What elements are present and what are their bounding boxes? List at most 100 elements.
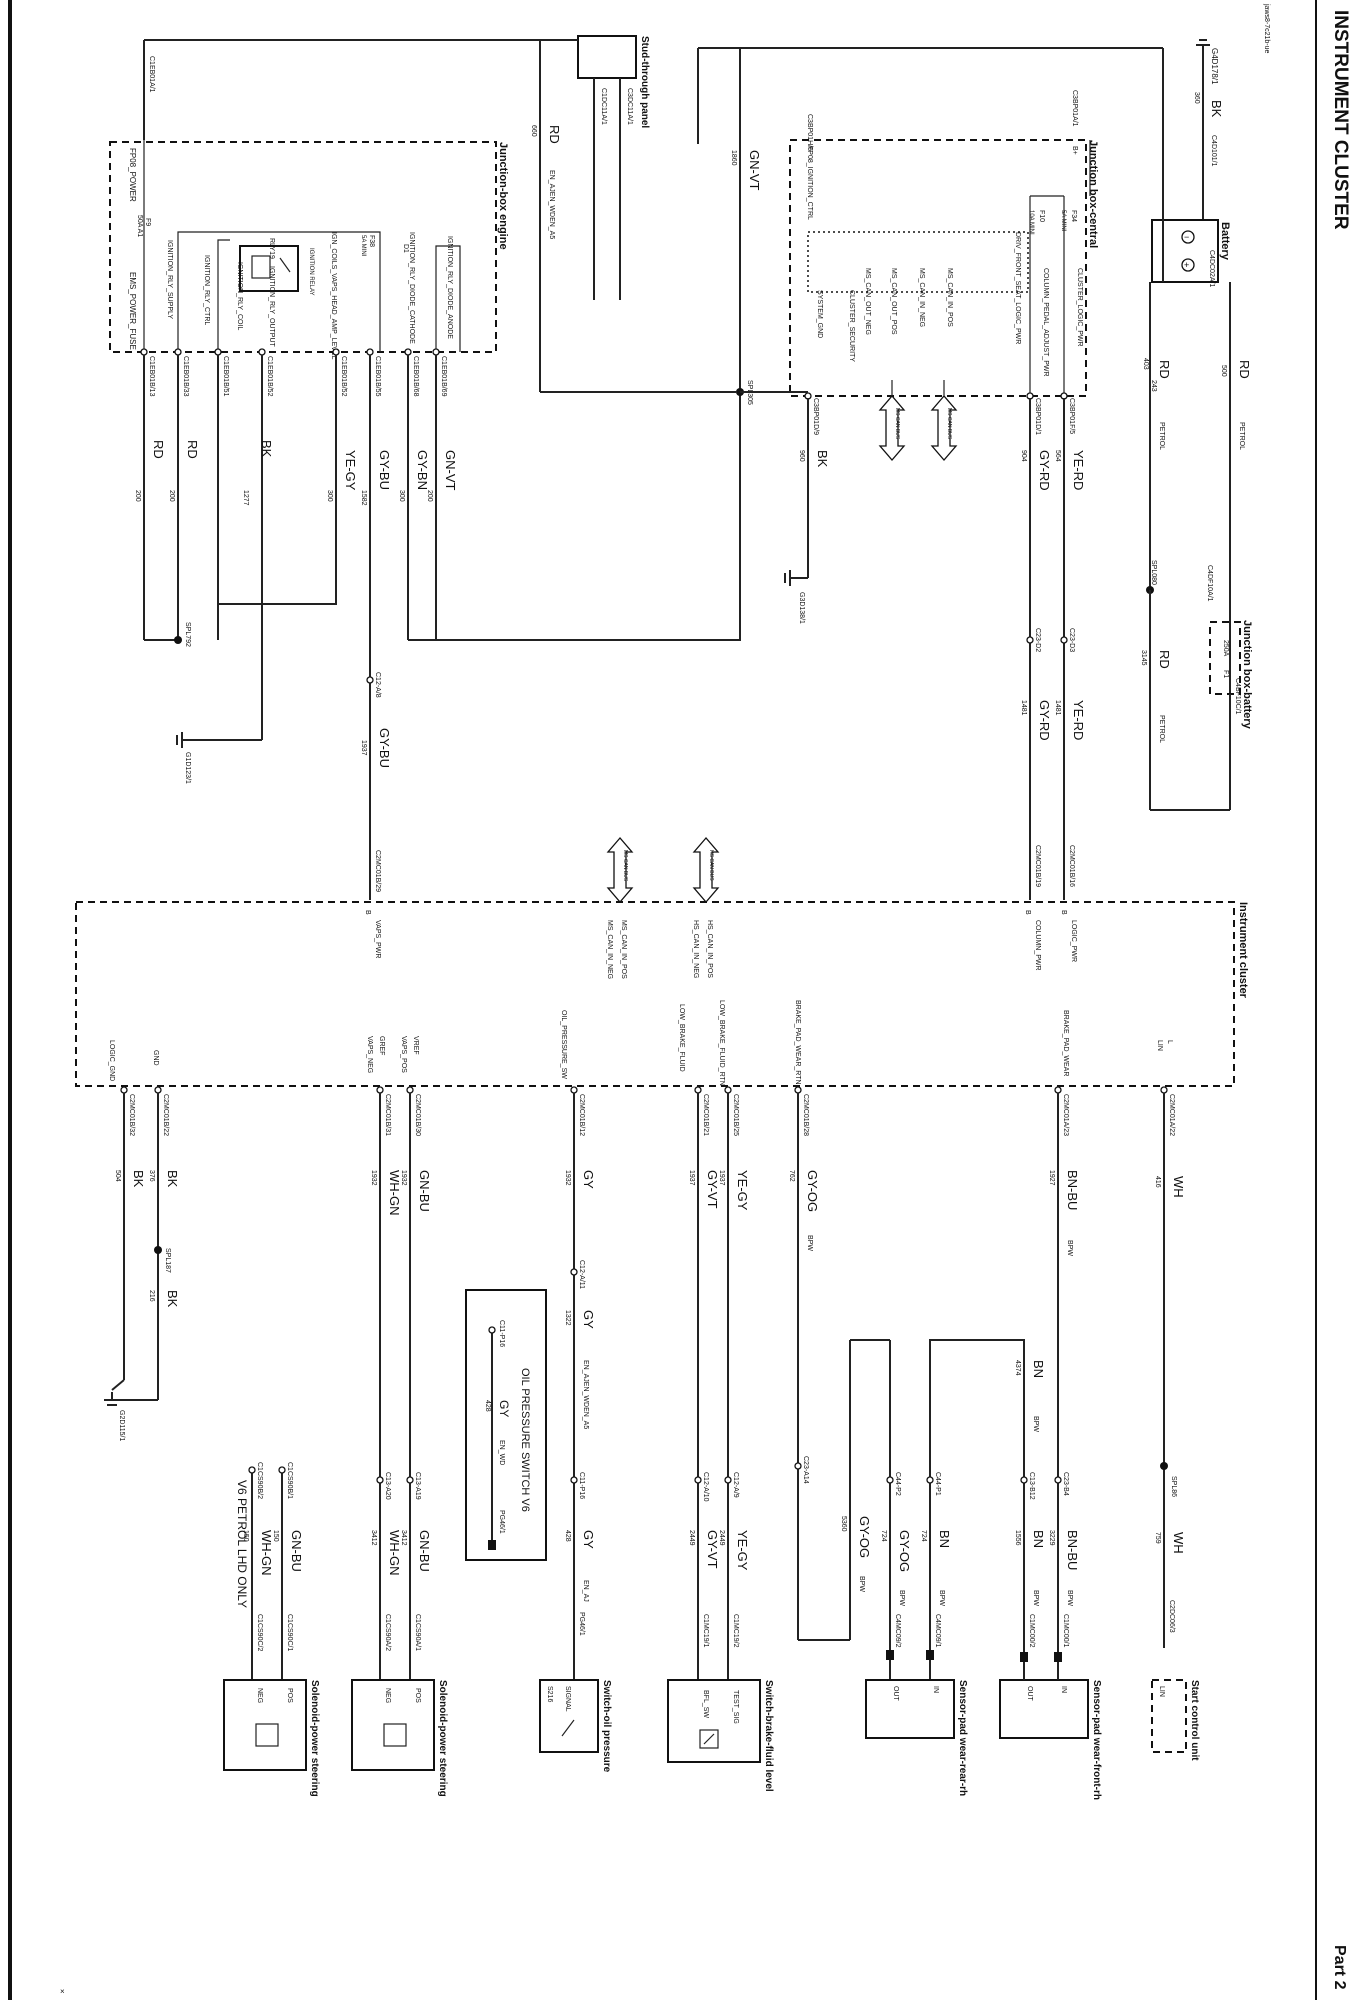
label-c12a8: C12-A/8: [374, 672, 381, 698]
oil-pressure-label: Switch-oil pressure: [601, 1680, 612, 1773]
label-c2mc31: C2MC01B/31: [384, 1094, 391, 1136]
label-c1cs90a1: C1CS90A/1: [414, 1614, 421, 1651]
svg-text:+: +: [1184, 260, 1189, 270]
label-drv-front: DRIV_FRONT_SEAT_LOGIC_PWR: [1014, 232, 1021, 344]
part-label: Part 2: [1331, 1945, 1348, 1990]
label-logic-pwr: LOGIC_PWR: [1070, 920, 1077, 962]
label-pos-1: POS: [414, 1688, 421, 1703]
page-title: INSTRUMENT CLUSTER: [1330, 10, 1349, 230]
label-c13b12: C13-B12: [1028, 1472, 1035, 1500]
label-c12a9: C12-A/9: [732, 1472, 739, 1498]
battery-label: Battery: [1219, 222, 1231, 261]
label-f1: F1: [1222, 670, 1229, 678]
label-col-pedal: COLUMN_PEDAL_ADJUST_PWR: [1042, 268, 1049, 377]
label-n243: 243: [1150, 380, 1157, 392]
label-g2d: G2D115/1: [118, 1410, 125, 1441]
label-neg-2: NEG: [256, 1688, 263, 1703]
brake-fluid-label: Switch-brake-fluid level: [763, 1680, 774, 1792]
label-in-1: IN: [1060, 1686, 1067, 1693]
label-n216: 216: [148, 1290, 155, 1302]
solenoid-ps2-box: [223, 1679, 307, 1771]
ms-can-bus-arrow-2: [930, 395, 958, 461]
wire-gy-bn-300: GY-BN: [415, 450, 430, 490]
label-a250: 250A: [1222, 640, 1229, 657]
wire-wh-gn-1932: WH-GN: [387, 1170, 402, 1216]
wire-rd-battery: RD: [1237, 360, 1252, 379]
label-c2mc32: C2MC01B/32: [128, 1094, 135, 1136]
label-n1481b: 1481: [1020, 700, 1027, 716]
label-c2mc22: C2MC01A/22: [1168, 1094, 1175, 1136]
label-b-1: B: [1060, 910, 1067, 915]
label-n403: 403: [1142, 358, 1149, 370]
label-logic-gnd: LOGIC_GND: [108, 1040, 115, 1081]
label-n3412b: 3412: [370, 1530, 377, 1546]
cluster-connectors: [120, 1086, 1168, 1094]
label-n1556: 1556: [1014, 1530, 1021, 1546]
label-n376: 376: [148, 1170, 155, 1182]
stud-panel-label: Stud-through panel: [639, 36, 650, 128]
label-c1cs90b2: C1CS90B/2: [256, 1462, 263, 1499]
wire-gy-vt-2449: GY-VT: [705, 1530, 720, 1569]
hs-can-bus-arrow: [692, 837, 720, 903]
wire-rd-660: RD: [547, 125, 562, 144]
label-petrol-3: PETROL: [1158, 715, 1165, 743]
label-ms-can-in-neg: MS_CAN_IN_NEG: [918, 268, 925, 327]
label-gnd: GND: [152, 1050, 159, 1066]
start-control-box: [1151, 1679, 1187, 1753]
ms-can-bus-arrow-1: [878, 395, 906, 461]
label-signal: SIGNAL: [564, 1686, 571, 1712]
label-n1937: 1937: [360, 740, 367, 756]
label-ms-can-in-pos2: MS_CAN_IN_POS: [620, 920, 627, 979]
oil-v6-inset: [465, 1289, 547, 1561]
wire-ye-gy-2449: YE-GY: [735, 1530, 750, 1571]
label-n3145: 3145: [1140, 650, 1147, 666]
wire-wh-gn-3412: WH-GN: [387, 1530, 402, 1576]
wire-gy-bu-1582: GY-BU: [377, 450, 392, 490]
label-a10mini: 10A MINI: [1028, 210, 1034, 235]
label-cluster-logic: CLUSTER_LOGIC_PWR: [1076, 268, 1083, 347]
wire-label-bk-top: BK: [1209, 100, 1224, 118]
label-vaps-neg: VAPS_NEG: [366, 1036, 373, 1073]
label-rly: IGNITION RELAY: [308, 248, 314, 296]
label-c1eb68: C1EB01B/68: [412, 356, 419, 397]
label-n3412: 3412: [400, 1530, 407, 1546]
label-n150b: 150: [242, 1530, 249, 1542]
wire-rd-200-a: RD: [151, 440, 166, 459]
label-c1eb33: C1EB01B/33: [182, 356, 189, 397]
label-c4d: C4D101/1: [1210, 135, 1217, 167]
label-n416: 416: [1154, 1176, 1161, 1188]
label-petrol-2: PETROL: [1158, 422, 1165, 450]
oil-v6-title: OIL PRESSURE SWITCH V6: [519, 1368, 531, 1512]
label-n200: 200: [134, 490, 141, 502]
label-n300b: 300: [398, 490, 405, 502]
label-c1dc: C1DC11A/1: [600, 88, 607, 125]
jb-engine-label: Junction-box engine: [497, 142, 509, 250]
label-n504: 504: [114, 1170, 121, 1182]
label-bpw-3: BPW: [1032, 1416, 1039, 1432]
jb-central-box: [789, 139, 1087, 397]
label-out-2: OUT: [892, 1686, 899, 1702]
start-control-label: Start control unit: [1189, 1680, 1200, 1761]
label-lin2: LIN: [1158, 1686, 1165, 1697]
label-c4bf: C4BF10C/1: [1234, 678, 1241, 715]
solenoid-ps1-box: [351, 1679, 435, 1771]
label-test-sig: TEST_SIG: [732, 1690, 739, 1724]
label-ign-coils: IGN_COILS_VAPS_HEAD_AMP_LEVEL: [330, 232, 337, 360]
wire-bk-1277: BK: [259, 440, 274, 458]
label-n1932b: 1932: [400, 1170, 407, 1186]
wire-bk-216: BK: [165, 1290, 180, 1308]
oil-v6-en: EN_WD: [498, 1440, 505, 1465]
label-n3229: 3229: [1048, 1530, 1055, 1546]
label-bfl-sw: BFL_SW: [702, 1690, 709, 1718]
label-c4mc091: C4MC09/1: [934, 1614, 941, 1648]
wire-gy-bu-1937: GY-BU: [377, 728, 392, 768]
label-n1582: 1582: [360, 490, 367, 506]
label-g3d: G3D138/1: [798, 592, 805, 624]
jb-battery-box: [1209, 621, 1241, 695]
wire-gy-og-762: GY-OG: [805, 1170, 820, 1212]
wire-bn-4374: BN: [1031, 1360, 1046, 1378]
label-f9: F9: [144, 218, 151, 226]
label-c23a14: C23-A14: [802, 1456, 809, 1484]
label-n2449: 2449: [718, 1530, 725, 1546]
label-c3bp16: C3BP01H/6: [806, 114, 813, 151]
